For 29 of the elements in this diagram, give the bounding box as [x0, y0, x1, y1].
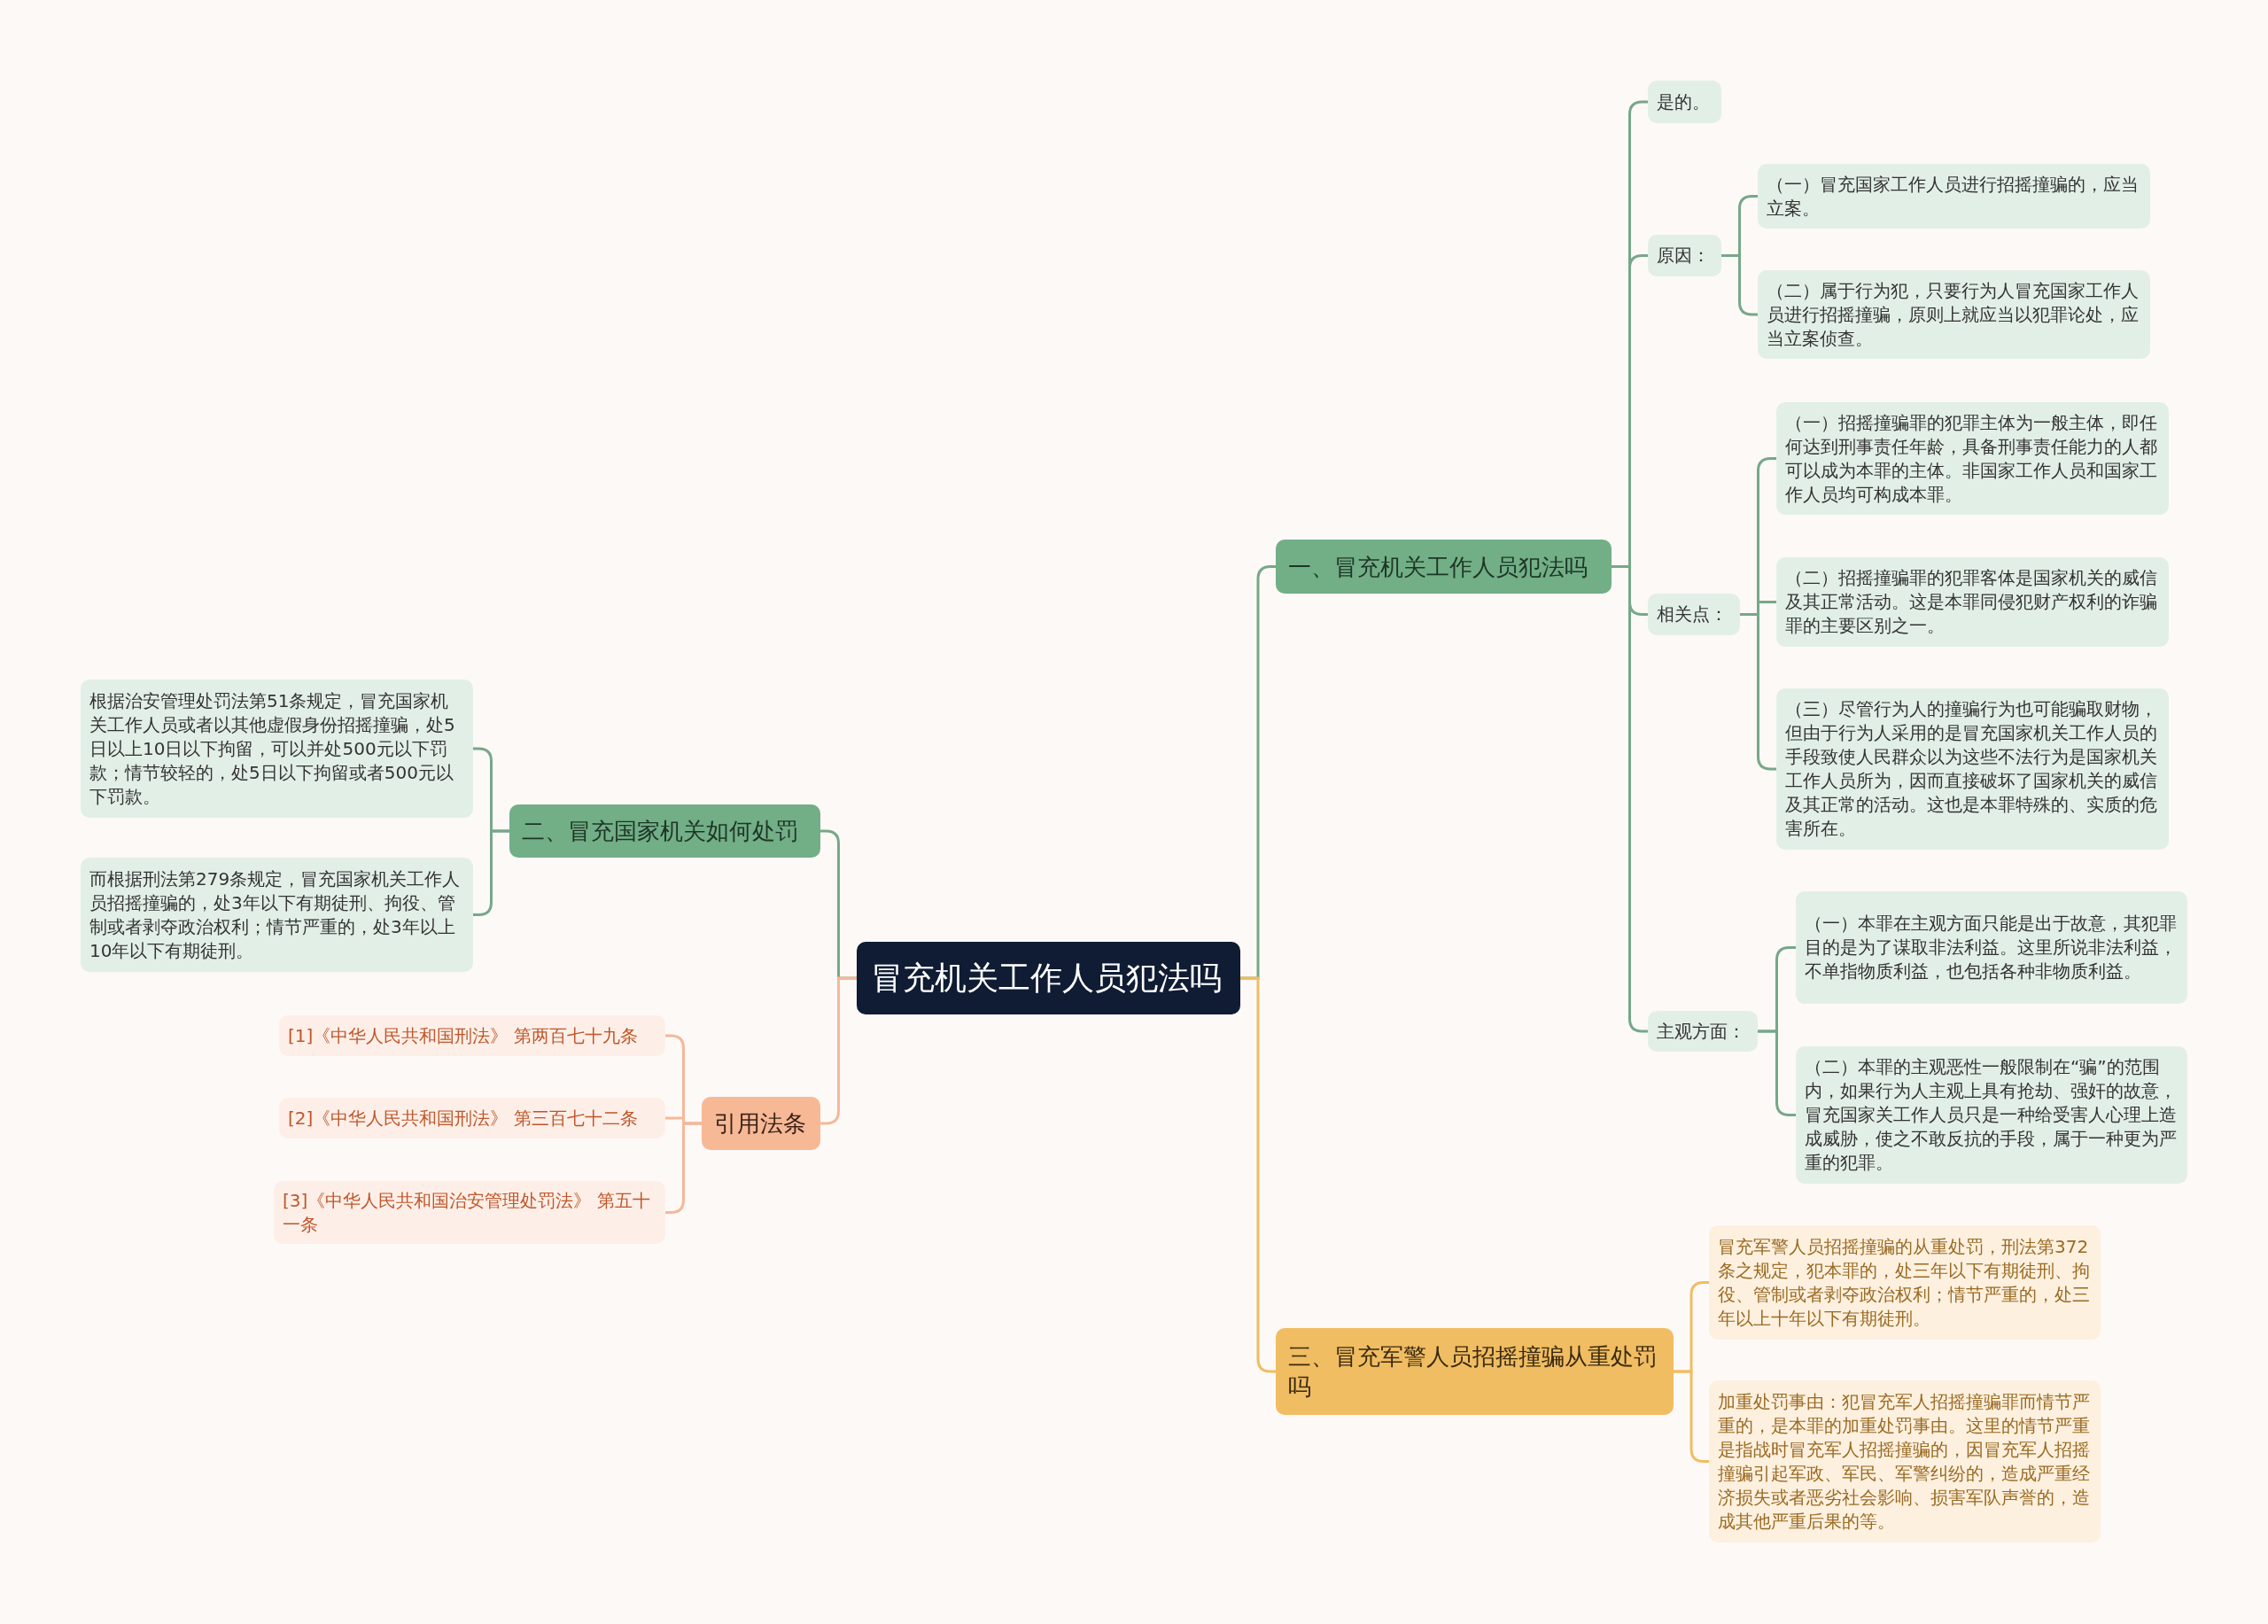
- note-card: （一）招摇撞骗罪的犯罪主体为一般主体，即任何达到刑事责任年龄，具备刑事责任能力的人都可以成为本罪的主体。非国家工作人员和国家工作人员均可构成本罪。: [1776, 402, 2169, 515]
- branch-topic: 三、冒充军警人员招摇撞骗从重处罚吗: [1276, 1328, 1674, 1415]
- note-card: 原因：: [1648, 235, 1721, 276]
- connector-line: [665, 1122, 702, 1214]
- connector-line: [1721, 254, 1758, 316]
- note-card: 根据治安管理处罚法第51条规定，冒充国家机关工作人员或者以其他虚假身份招摇撞骗，处5日以上10日以下拘留，可以并处500元以下罚款；情节较轻的，处5日以下拘留或者500元以下罚款。: [81, 680, 473, 818]
- citation-card: [3]《中华人民共和国治安管理处罚法》 第五十一条: [274, 1181, 665, 1244]
- note-card: （二）属于行为犯，只要行为人冒充国家工作人员进行招摇撞骗，原则上就应当以犯罪论处，应当立案侦查。: [1758, 270, 2150, 359]
- note-card: （二）招摇撞骗罪的犯罪客体是国家机关的威信及其正常活动。这是本罪同侵犯财产权利的诈骗罪的主要区别之一。: [1776, 557, 2169, 647]
- connector-line: [473, 829, 509, 916]
- central-topic: 冒充机关工作人员犯法吗: [857, 942, 1240, 1014]
- connector-line: [1740, 613, 1776, 771]
- note-card: （一）本罪在主观方面只能是出于故意，其犯罪目的是为了谋取非法利益。这里所说非法利益，不单指物质利益，也包括各种非物质利益。: [1796, 891, 2187, 1004]
- connector-line: [820, 976, 857, 1125]
- citation-card: [2]《中华人民共和国刑法》 第三百七十二条: [279, 1098, 665, 1138]
- connector-line: [1758, 1030, 1796, 1116]
- branch-topic: 二、冒充国家机关如何处罚: [509, 804, 820, 858]
- branch-topic: 一、冒充机关工作人员犯法吗: [1276, 540, 1612, 594]
- citation-card: [1]《中华人民共和国刑法》 第两百七十九条: [279, 1015, 665, 1056]
- branch-topic: 引用法条: [702, 1097, 820, 1150]
- note-card: （二）本罪的主观恶性一般限制在“骗”的范围内，如果行为人主观上具有抢劫、强奸的故意，冒充国家关工作人员只是一种给受害人心理上造成威胁，使之不敢反抗的手段，属于一种更为严重的犯罪。: [1796, 1046, 2187, 1184]
- note-card: 冒充军警人员招摇撞骗的从重处罚，刑法第372条之规定，犯本罪的，处三年以下有期徒刑、拘役、管制或者剥夺政治权利；情节严重的，处三年以上十年以下有期徒刑。: [1709, 1225, 2101, 1340]
- note-card: 是的。: [1648, 81, 1721, 123]
- note-card: 而根据刑法第279条规定，冒充国家机关工作人员招摇撞骗的，处3年以下有期徒刑、拘役、管制或者剥夺政治权利；情节严重的，处3年以上10年以下有期徒刑。: [81, 858, 473, 972]
- note-card: 主观方面：: [1648, 1011, 1758, 1052]
- note-card: 加重处罚事由：犯冒充军人招摇撞骗罪而情节严重的，是本罪的加重处罚事由。这里的情节严重是指战时冒充军人招摇撞骗的，因冒充军人招摇撞骗引起军政、军民、军警纠纷的，造成严重经济损失或者恶劣社会影响、损害军队声誉的，造成其他严重后果的等。: [1709, 1380, 2101, 1542]
- note-card: （三）尽管行为人的撞骗行为也可能骗取财物，但由于行为人采用的是冒充国家机关工作人员的手段致使人民群众以为这些不法行为是国家机关工作人员所为，因而直接破坏了国家机关的威信及其正常的活动。这也是本罪特殊的、实质的危害所在。: [1776, 688, 2169, 850]
- note-card: （一）冒充国家工作人员进行招摇撞骗的，应当立案。: [1758, 164, 2150, 229]
- note-card: 相关点：: [1648, 594, 1740, 635]
